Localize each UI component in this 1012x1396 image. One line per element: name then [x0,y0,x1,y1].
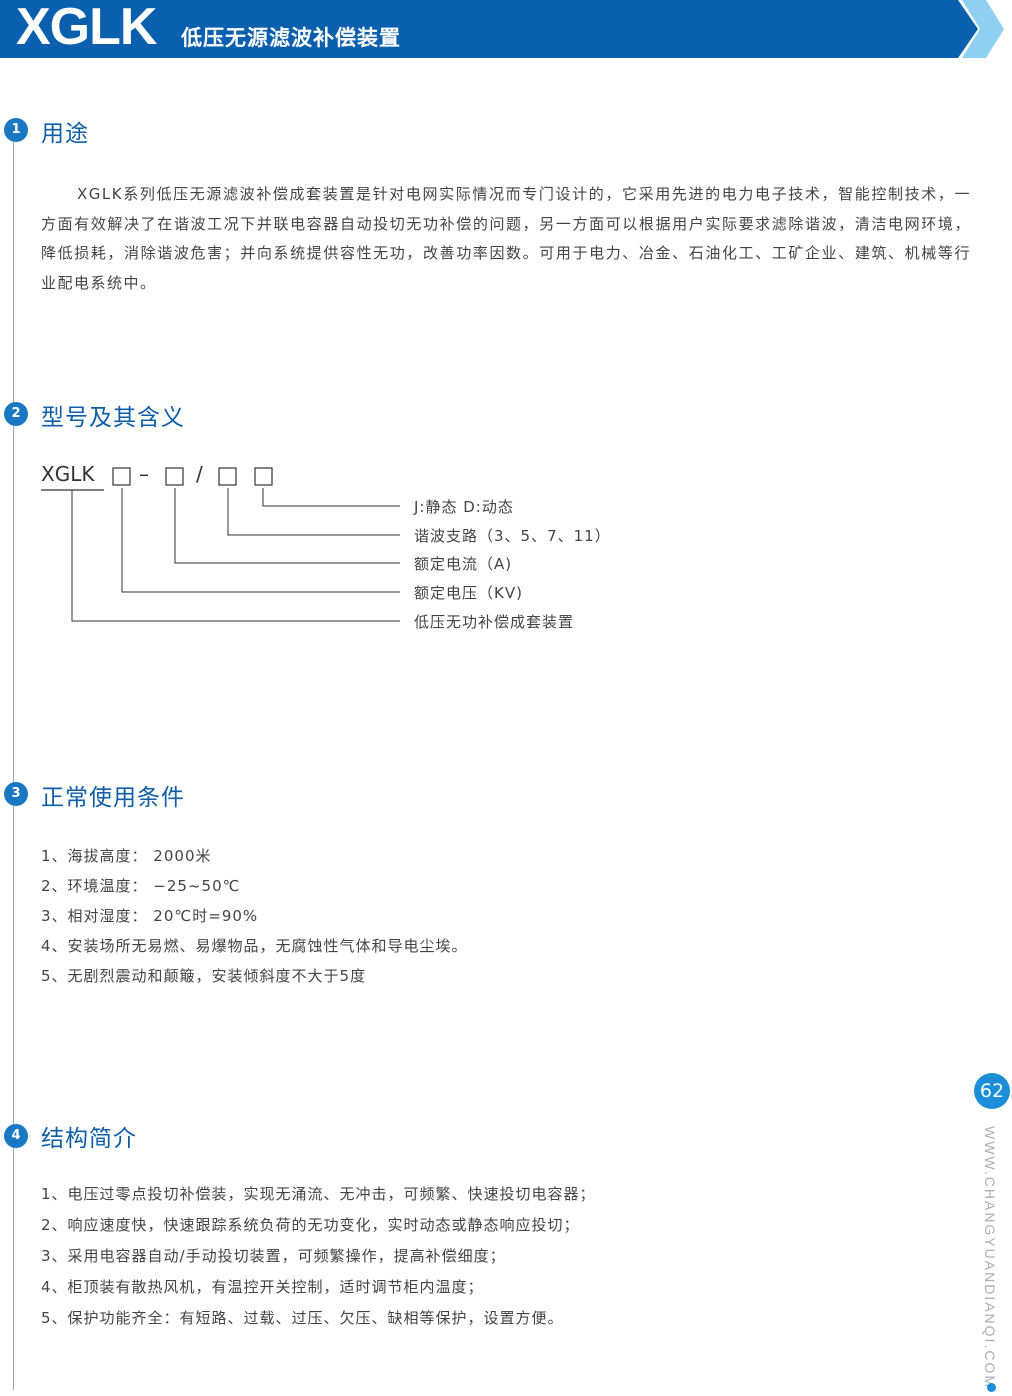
model-label-device: 低压无功补偿成套装置 [414,613,575,631]
section-number-badge: 4 [4,1124,28,1148]
section-title-model: 型号及其含义 [41,405,185,431]
decorative-dot [987,1383,996,1392]
list-item: 4、安装场所无易燃、易爆物品，无腐蚀性气体和导电尘埃。 [41,937,468,955]
leader-line-branch [227,488,400,536]
header-background [0,0,1004,58]
leader-line-current [174,488,400,564]
model-box-current [165,467,184,486]
list-item: 3、相对湿度： 20℃时=90% [41,907,259,925]
model-box-branch [218,467,237,486]
leader-line-mode [262,488,400,507]
section-number-badge: 1 [4,118,28,142]
conditions-list: 1、海拔高度： 2000米 2、环境温度： −25~50℃ 3、相对湿度： 20… [41,841,468,991]
section-title-structure: 结构简介 [41,1126,137,1152]
list-item: 1、电压过零点投切补偿装，实现无涌流、无冲击，可频繁、快速投切电容器； [41,1185,596,1203]
model-box-voltage [112,467,131,486]
list-item: 1、海拔高度： 2000米 [41,847,212,865]
model-slash: / [196,462,203,486]
list-item: 2、环境温度： −25~50℃ [41,877,241,895]
section-title-conditions: 正常使用条件 [41,785,185,811]
header-banner: XGLK 低压无源滤波补偿装置 [0,0,1012,58]
leader-line-voltage [121,488,400,593]
model-code-prefix: XGLK [41,462,95,486]
list-item: 2、响应速度快，快速跟踪系统负荷的无功变化，实时动态或静态响应投切； [41,1216,580,1234]
section-number-badge: 2 [4,402,28,426]
list-item: 4、柜顶装有散热风机，有温控开关控制，适时调节柜内温度； [41,1278,484,1296]
structure-list: 1、电压过零点投切补偿装，实现无涌流、无冲击，可频繁、快速投切电容器； 2、响应… [41,1179,596,1334]
brand-logo-text: XGLK [16,0,157,56]
purpose-paragraph: XGLK系列低压无源滤波补偿成套装置是针对电网实际情况而专门设计的，它采用先进的… [41,185,971,292]
page-number-badge: 62 [974,1073,1010,1109]
model-label-current: 额定电流（A) [414,555,513,573]
model-label-voltage: 额定电压（KV) [414,584,523,602]
model-box-mode [254,467,273,486]
model-label-mode: J:静态 D:动态 [414,498,514,516]
list-item: 5、无剧烈震动和颠簸，安装倾斜度不大于5度 [41,967,367,985]
model-code-diagram [41,467,400,622]
model-label-branch: 谐波支路（3、5、7、11） [414,527,611,545]
section-number-badge: 3 [4,782,28,806]
list-item: 3、采用电容器自动/手动投切装置，可频繁操作，提高补偿细度； [41,1247,506,1265]
model-dash: – [139,462,149,486]
header-subtitle: 低压无源滤波补偿装置 [181,26,401,50]
leader-line-device [71,490,400,622]
left-vertical-rule [13,130,14,1390]
section-title-purpose: 用途 [41,121,89,147]
website-url: WWW.CHANGYUANDIANQI.COM [982,1126,998,1389]
list-item: 5、保护功能齐全：有短路、过载、过压、欠压、缺相等保护，设置方便。 [41,1309,564,1327]
